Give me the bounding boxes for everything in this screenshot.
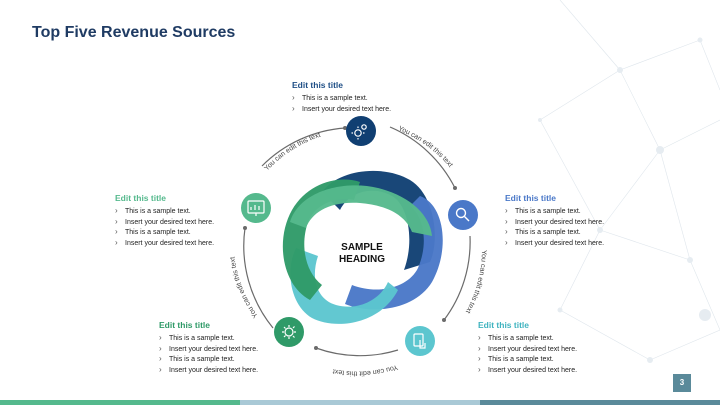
list-item: This is a sample text. xyxy=(159,333,258,345)
gear-chip-icon xyxy=(351,124,367,140)
node-magnifier xyxy=(448,200,478,230)
node-puzzle-gear xyxy=(274,317,304,347)
block-title: Edit this title xyxy=(478,320,529,330)
arc-label: You can edit this text xyxy=(397,125,453,168)
touch-hand-icon xyxy=(413,333,426,349)
magnifier-icon xyxy=(455,207,470,222)
block-title: Edit this title xyxy=(115,193,166,203)
list-item: This is a sample text. xyxy=(159,354,258,366)
list-item: Insert your desired text here. xyxy=(478,344,577,356)
list-item: Insert your desired text here. xyxy=(115,238,214,250)
list-item: This is a sample text. xyxy=(115,206,214,218)
list-item: Insert your desired text here. xyxy=(505,238,604,250)
svg-text:You can edit this text: You can edit this text xyxy=(263,132,321,173)
footer-bar xyxy=(0,400,720,405)
node-touch-hand xyxy=(405,326,435,356)
arc-label: You can edit this text xyxy=(263,132,321,173)
text-block-right: Edit this title This is a sample text. I… xyxy=(505,193,604,249)
list-item: Insert your desired text here. xyxy=(478,365,577,377)
block-list: This is a sample text. Insert your desir… xyxy=(478,333,577,377)
node-gear-chip xyxy=(346,116,376,146)
page-title: Top Five Revenue Sources xyxy=(32,24,236,41)
node-chart-board xyxy=(241,193,271,223)
block-title: Edit this title xyxy=(159,320,210,330)
text-block-bottom-left: Edit this title This is a sample text. I… xyxy=(159,320,258,376)
chart-board-icon xyxy=(247,200,265,216)
text-block-bottom-right: Edit this title This is a sample text. I… xyxy=(478,320,577,376)
block-list: This is a sample text. Insert your desir… xyxy=(115,206,214,250)
page-number: 3 xyxy=(673,374,691,392)
list-item: This is a sample text. xyxy=(478,333,577,345)
center-heading-line2: HEADING xyxy=(339,254,385,265)
block-list: This is a sample text. Insert your desir… xyxy=(159,333,258,377)
svg-text:You can edit this text: You can edit this text xyxy=(332,363,398,376)
block-list: This is a sample text. Insert your desir… xyxy=(292,93,391,116)
block-list: This is a sample text. Insert your desir… xyxy=(505,206,604,250)
puzzle-gear-icon xyxy=(282,325,296,339)
arc-label: You can edit this text xyxy=(332,363,398,376)
svg-text:You can edit this text: You can edit this text xyxy=(229,256,259,319)
arc-label: You can edit this text xyxy=(464,250,487,314)
svg-text:You can edit this text: You can edit this text xyxy=(397,125,453,168)
arc-label: You can edit this text xyxy=(229,256,259,319)
list-item: This is a sample text. xyxy=(292,93,391,105)
list-item: This is a sample text. xyxy=(505,206,604,218)
outer-ring xyxy=(243,126,471,357)
text-block-top: Edit this title This is a sample text. I… xyxy=(292,80,391,115)
block-title: Edit this title xyxy=(505,193,556,203)
svg-text:You can edit this text: You can edit this text xyxy=(464,250,487,314)
list-item: This is a sample text. xyxy=(505,227,604,239)
list-item: Insert your desired text here. xyxy=(159,344,258,356)
text-block-left: Edit this title This is a sample text. I… xyxy=(115,193,214,249)
woven-knot xyxy=(282,170,443,324)
list-item: Insert your desired text here. xyxy=(505,217,604,229)
list-item: This is a sample text. xyxy=(115,227,214,239)
list-item: Insert your desired text here. xyxy=(292,104,391,116)
list-item: This is a sample text. xyxy=(478,354,577,366)
list-item: Insert your desired text here. xyxy=(115,217,214,229)
block-title: Edit this title xyxy=(292,80,343,90)
center-heading-line1: SAMPLE xyxy=(341,242,383,253)
list-item: Insert your desired text here. xyxy=(159,365,258,377)
